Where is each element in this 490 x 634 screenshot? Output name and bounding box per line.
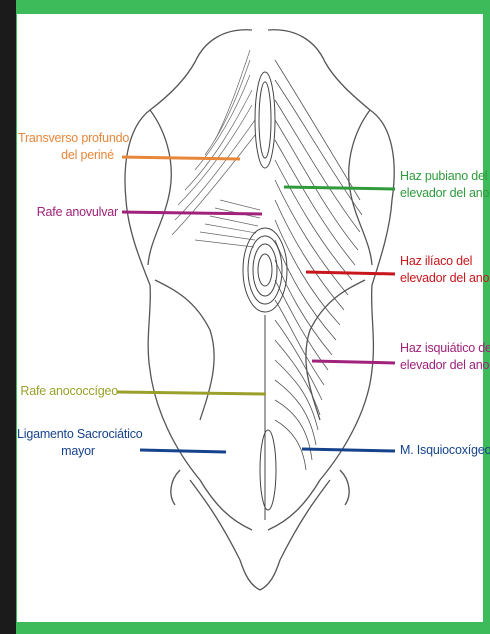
label-iliaco-line2: elevador del ano [400, 270, 488, 287]
label-ligamento-line1: Ligamento Sacrociático [17, 426, 139, 443]
central-structures [243, 72, 287, 520]
pelvis-outline [125, 30, 394, 590]
leader-isquiatico [312, 361, 395, 363]
leader-rafe-anococcigeo [117, 392, 266, 394]
label-transverso-line2: del periné [18, 147, 126, 164]
label-isquiatico: Haz isquiático del elevador del ano [400, 340, 488, 374]
label-ligamento-line2: mayor [17, 443, 139, 460]
label-pubiano: Haz pubiano del elevador del ano [400, 168, 488, 202]
label-isquiocoxigeo: M. Isquiocoxígeo [400, 442, 488, 459]
leader-ligamento [140, 450, 226, 452]
leader-iliaco [306, 272, 395, 274]
label-transverso: Transverso profundo del periné [18, 130, 126, 164]
left-muscle-fibers [172, 50, 260, 247]
label-rafe-anococcigeo: Rafe anococcígeo [18, 383, 118, 400]
label-iliaco-line1: Haz ilíaco del [400, 253, 488, 270]
leader-pubiano [284, 187, 395, 189]
leader-transverso [122, 157, 240, 159]
label-isquiatico-line2: elevador del ano [400, 357, 488, 374]
label-ligamento: Ligamento Sacrociático mayor [17, 426, 139, 460]
leader-rafe-anovulvar [122, 212, 262, 214]
label-pubiano-line1: Haz pubiano del [400, 168, 488, 185]
leader-isquiocoxigeo [302, 449, 395, 451]
label-isquiatico-line1: Haz isquiático del [400, 340, 488, 357]
label-transverso-line1: Transverso profundo [18, 130, 126, 147]
label-iliaco: Haz ilíaco del elevador del ano [400, 253, 488, 287]
label-rafe-anovulvar: Rafe anovulvar [18, 204, 118, 221]
right-muscle-fibers [275, 60, 362, 470]
label-pubiano-line2: elevador del ano [400, 185, 488, 202]
